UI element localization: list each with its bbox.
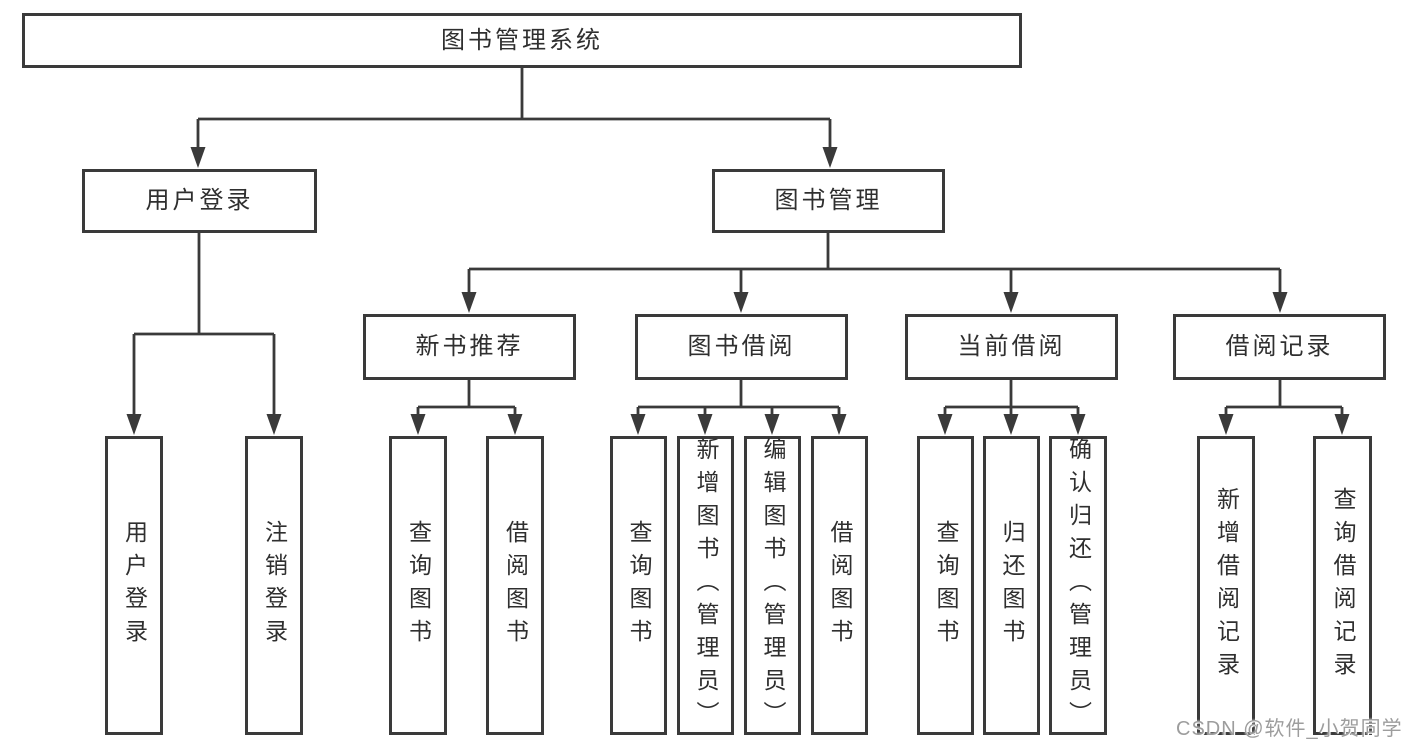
node-label: 新增借阅记录 [1213, 486, 1240, 685]
node-label: 借阅图书 [827, 519, 853, 652]
leaf-recommend-query-books: 查询图书 [389, 436, 447, 735]
arrowhead-icon [266, 414, 282, 435]
leaf-add-borrow-record: 新增借阅记录 [1197, 436, 1255, 735]
node-label: 用户登录 [121, 519, 148, 652]
arrowhead-icon [461, 292, 477, 313]
leaf-query-borrow-record: 查询借阅记录 [1313, 436, 1372, 735]
node-current-borrowing: 当前借阅 [905, 314, 1118, 380]
node-label: 编辑图书（管理员） [760, 437, 786, 734]
arrowhead-icon [1334, 414, 1350, 435]
arrowhead-icon [1218, 414, 1234, 435]
node-label: 确认归还（管理员） [1065, 437, 1092, 734]
leaf-recommend-borrow-books: 借阅图书 [486, 436, 544, 735]
arrowhead-icon [822, 147, 838, 168]
arrowhead-icon [126, 414, 142, 435]
arrowhead-icon [1003, 292, 1019, 313]
arrowhead-icon [733, 292, 749, 313]
node-book-borrowing: 图书借阅 [635, 314, 848, 380]
leaf-current-query-books: 查询图书 [917, 436, 974, 735]
arrowhead-icon [937, 414, 953, 435]
node-label: 查询图书 [405, 519, 432, 652]
arrowhead-icon [630, 414, 646, 435]
arrowhead-icon [507, 414, 523, 435]
arrowhead-icon [410, 414, 426, 435]
leaf-edit-books-admin: 编辑图书（管理员） [744, 436, 801, 735]
node-label: 用户登录 [145, 187, 254, 214]
node-label: 图书管理 [774, 187, 883, 214]
leaf-borrowing-query-books: 查询图书 [610, 436, 667, 735]
node-book-management: 图书管理 [712, 169, 945, 233]
node-library-management-system: 图书管理系统 [22, 13, 1022, 68]
arrowhead-icon [764, 414, 780, 435]
node-label: 图书管理系统 [441, 26, 603, 54]
node-label: 新书推荐 [415, 333, 524, 360]
node-label: 新增图书（管理员） [693, 437, 719, 734]
leaf-user-login: 用户登录 [105, 436, 163, 735]
arrowhead-icon [831, 414, 847, 435]
node-label: 借阅记录 [1225, 333, 1334, 360]
node-borrowing-records: 借阅记录 [1173, 314, 1386, 380]
leaf-confirm-return-admin: 确认归还（管理员） [1049, 436, 1107, 735]
arrowhead-icon [1070, 414, 1086, 435]
arrowhead-icon [697, 414, 713, 435]
leaf-return-books: 归还图书 [983, 436, 1040, 735]
node-new-book-recommend: 新书推荐 [363, 314, 576, 380]
csdn-watermark: CSDN @软件_小贺同学 [1176, 718, 1403, 740]
node-label: 查询借阅记录 [1330, 486, 1356, 685]
arrowhead-icon [1272, 292, 1288, 313]
node-label: 归还图书 [999, 519, 1025, 652]
node-label: 查询图书 [933, 519, 959, 652]
arrowhead-icon [1003, 414, 1019, 435]
arrowhead-icon [190, 147, 206, 168]
node-user-login: 用户登录 [82, 169, 317, 233]
node-label: 图书借阅 [687, 333, 796, 360]
node-label: 注销登录 [261, 519, 288, 652]
node-label: 借阅图书 [502, 519, 529, 652]
node-label: 当前借阅 [957, 333, 1066, 360]
node-label: 查询图书 [626, 519, 652, 652]
leaf-borrow-books: 借阅图书 [811, 436, 868, 735]
leaf-logout: 注销登录 [245, 436, 303, 735]
leaf-add-books-admin: 新增图书（管理员） [677, 436, 734, 735]
